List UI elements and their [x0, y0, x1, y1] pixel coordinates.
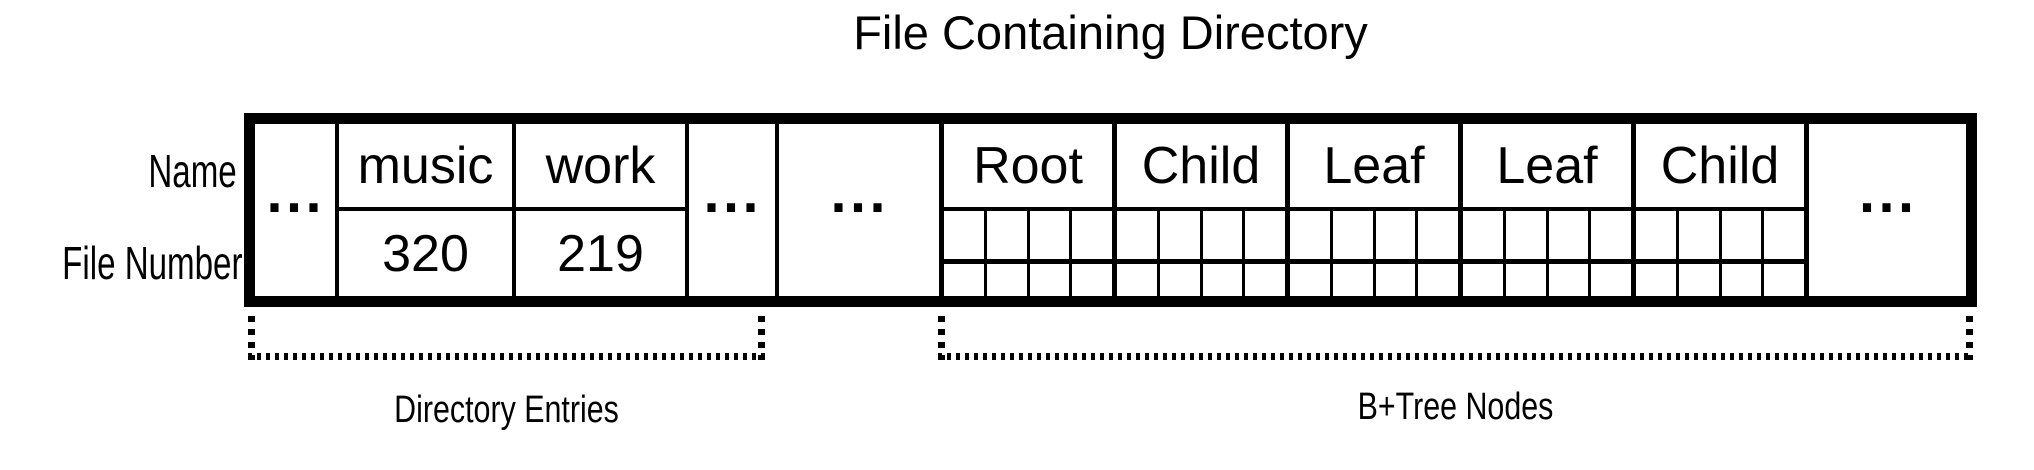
btree-slot [944, 264, 987, 296]
btree-slot [1463, 264, 1506, 296]
btree-slot [1679, 211, 1722, 259]
btree-slot-row [944, 264, 1112, 296]
directory-entry-work: work 219 [516, 124, 689, 296]
directory-entry-music: music 320 [339, 124, 516, 296]
directory-entries-brace [248, 316, 765, 360]
btree-slot [1549, 264, 1592, 296]
entry-name: music [339, 124, 512, 211]
btree-slot [1290, 211, 1333, 259]
brace-dotted-line [938, 353, 1973, 360]
btree-slot [1636, 211, 1679, 259]
directory-entries-label: Directory Entries [394, 389, 619, 431]
btree-slot-row [1463, 264, 1631, 296]
directory-file-table: ... music 320 work 219 ... ... Root Chil [244, 113, 1977, 307]
ellipsis-glyph: ... [702, 169, 762, 223]
ellipsis-glyph: ... [265, 169, 325, 223]
btree-slot [1376, 264, 1419, 296]
btree-slot [1591, 211, 1631, 259]
btree-slot [1506, 264, 1549, 296]
btree-node-label: Leaf [1463, 124, 1631, 211]
btree-slot [1333, 211, 1376, 259]
btree-slot [1160, 264, 1203, 296]
btree-node-label: Leaf [1290, 124, 1458, 211]
btree-nodes-label: B+Tree Nodes [1357, 386, 1554, 428]
btree-slot [1549, 211, 1592, 259]
brace-dotted-line [248, 353, 765, 360]
btree-slot [1679, 264, 1722, 296]
ellipsis-glyph: ... [829, 169, 889, 223]
btree-slot-row [1636, 211, 1804, 264]
btree-slot [1764, 211, 1804, 259]
btree-slot-row [1290, 264, 1458, 296]
btree-slot [1117, 264, 1160, 296]
btree-slot [944, 211, 987, 259]
btree-slot [1636, 264, 1679, 296]
btree-node-label: Child [1636, 124, 1804, 211]
btree-slot [1418, 264, 1458, 296]
gap-ellipsis-cell: ... [779, 124, 939, 296]
ellipsis-glyph: ... [1858, 169, 1917, 223]
directory-trailing-ellipsis-cell: ... [689, 124, 779, 296]
brace-tick-left [248, 316, 255, 360]
btree-node-child-1: Child [1112, 124, 1285, 296]
row-label-file-number: File Number [62, 237, 243, 289]
btree-slot [1463, 211, 1506, 259]
entry-file-number: 320 [382, 224, 469, 283]
btree-slot [1072, 211, 1112, 259]
brace-tick-right [758, 316, 765, 360]
btree-slot [1376, 211, 1419, 259]
diagram-title: File Containing Directory [853, 6, 1368, 59]
brace-tick-left [938, 316, 945, 360]
btree-slot-row [1117, 211, 1285, 264]
btree-node-label: Root [944, 124, 1112, 211]
entry-file-number: 219 [557, 224, 644, 283]
btree-slot [1591, 264, 1631, 296]
btree-node-leaf-1: Leaf [1285, 124, 1458, 296]
btree-slot [1418, 211, 1458, 259]
btree-slot [1030, 264, 1073, 296]
btree-slot [1160, 211, 1203, 259]
btree-slot [1030, 211, 1073, 259]
btree-slot [987, 211, 1030, 259]
btree-node-label: Child [1117, 124, 1285, 211]
row-label-name: Name [148, 145, 237, 197]
btree-slot [1722, 264, 1765, 296]
brace-tick-right [1966, 316, 1973, 360]
btree-slot [1117, 211, 1160, 259]
btree-slot [1245, 264, 1285, 296]
btree-slot [987, 264, 1030, 296]
btree-slot [1072, 264, 1112, 296]
btree-slot [1506, 211, 1549, 259]
btree-slot-row [1290, 211, 1458, 264]
btree-slot [1722, 211, 1765, 259]
btree-slot [1290, 264, 1333, 296]
btree-trailing-ellipsis-cell: ... [1804, 124, 1966, 296]
btree-slot-row [1636, 264, 1804, 296]
btree-slot-row [944, 211, 1112, 264]
btree-node-child-2: Child [1631, 124, 1804, 296]
btree-slot-row [1117, 264, 1285, 296]
btree-slot-row [1463, 211, 1631, 264]
btree-nodes-brace [938, 316, 1973, 360]
btree-slot [1245, 211, 1285, 259]
btree-slot [1203, 211, 1246, 259]
btree-node-leaf-2: Leaf [1458, 124, 1631, 296]
btree-slot [1764, 264, 1804, 296]
entry-name: work [516, 124, 685, 211]
btree-slot [1333, 264, 1376, 296]
btree-slot [1203, 264, 1246, 296]
directory-leading-ellipsis-cell: ... [255, 124, 339, 296]
btree-node-root: Root [939, 124, 1112, 296]
